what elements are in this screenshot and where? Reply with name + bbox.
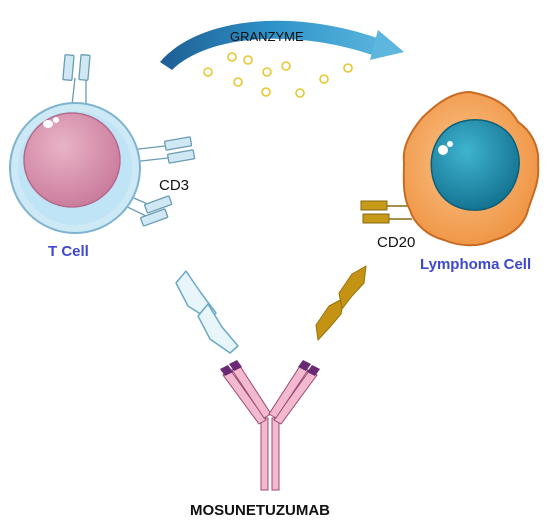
t-cell-label: T Cell <box>48 243 89 260</box>
granzyme-curved-arrow-icon <box>160 20 404 70</box>
granzyme-label: GRANZYME <box>230 29 304 44</box>
cd20-binding-arrow-icon <box>315 265 367 341</box>
cd3-binding-arrow-icon <box>175 270 239 354</box>
antibody-label: MOSUNETUZUMAB <box>190 502 330 519</box>
lymphoma-cell-label: Lymphoma Cell <box>420 256 532 273</box>
cd20-label: CD20 <box>377 234 416 251</box>
cd3-label: CD3 <box>159 177 190 194</box>
cd20-receptor <box>360 200 412 224</box>
antibody-icon <box>220 360 320 491</box>
t-cell-icon <box>9 54 196 234</box>
lymphoma-cell-icon <box>360 90 540 247</box>
granzyme-particles <box>203 52 353 98</box>
